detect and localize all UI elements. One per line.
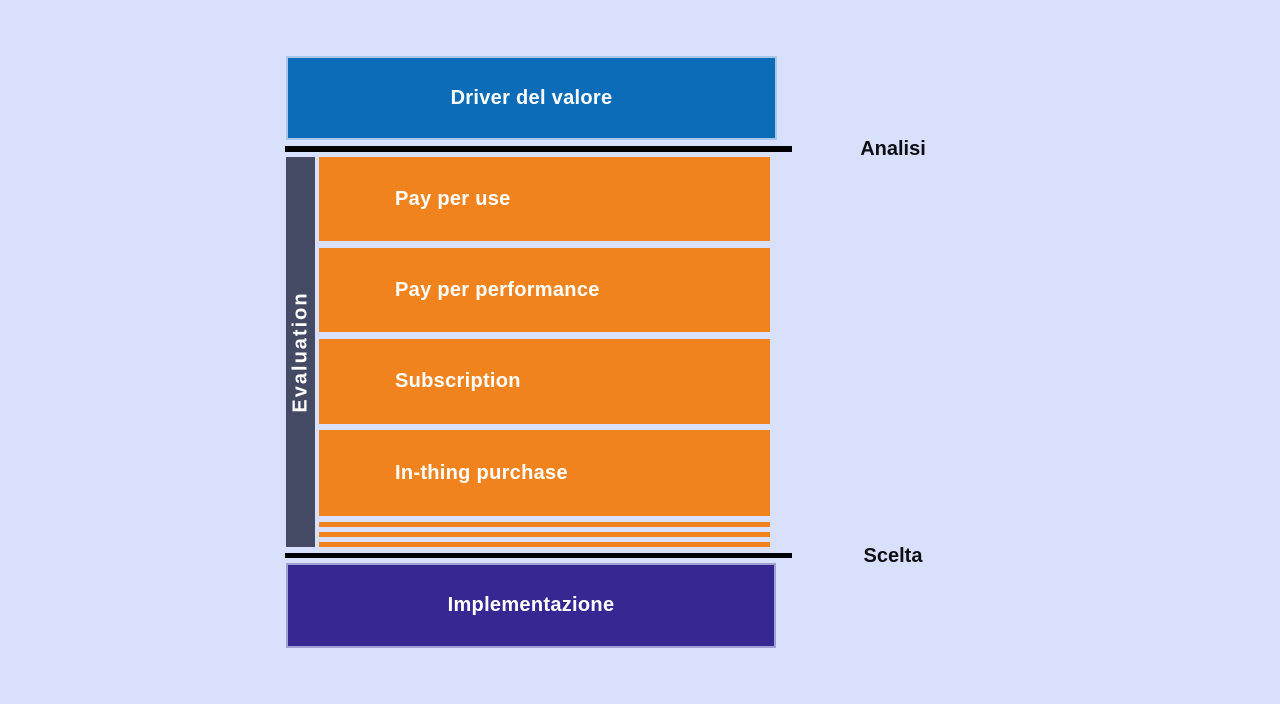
evaluation-sidebar: Evaluation [286,157,315,547]
row-pay-per-performance: Pay per performance [319,248,770,332]
row-label: Subscription [395,370,521,392]
row-label: In-thing purchase [395,461,568,484]
scelta-divider-line [285,553,792,558]
row-label: Pay per use [395,187,511,210]
evaluation-sidebar-label: Evaluation [289,291,311,413]
collapsed-row-strip [319,542,770,547]
analisi-phase-label: Analisi [860,138,926,160]
value-driver-header-box: Driver del valore [286,56,777,140]
row-label: Pay per performance [395,278,600,301]
row-pay-per-use: Pay per use [319,157,770,241]
implementation-footer-label: Implementazione [447,594,615,616]
collapsed-row-strip [319,532,770,537]
implementation-footer-box: Implementazione [286,563,776,648]
analisi-divider-line [285,146,792,152]
row-subscription: Subscription [319,339,770,424]
row-in-thing-purchase: In-thing purchase [319,430,770,516]
collapsed-row-strip [319,522,770,527]
scelta-phase-label: Scelta [863,545,923,567]
value-driver-header-label: Driver del valore [450,86,613,109]
